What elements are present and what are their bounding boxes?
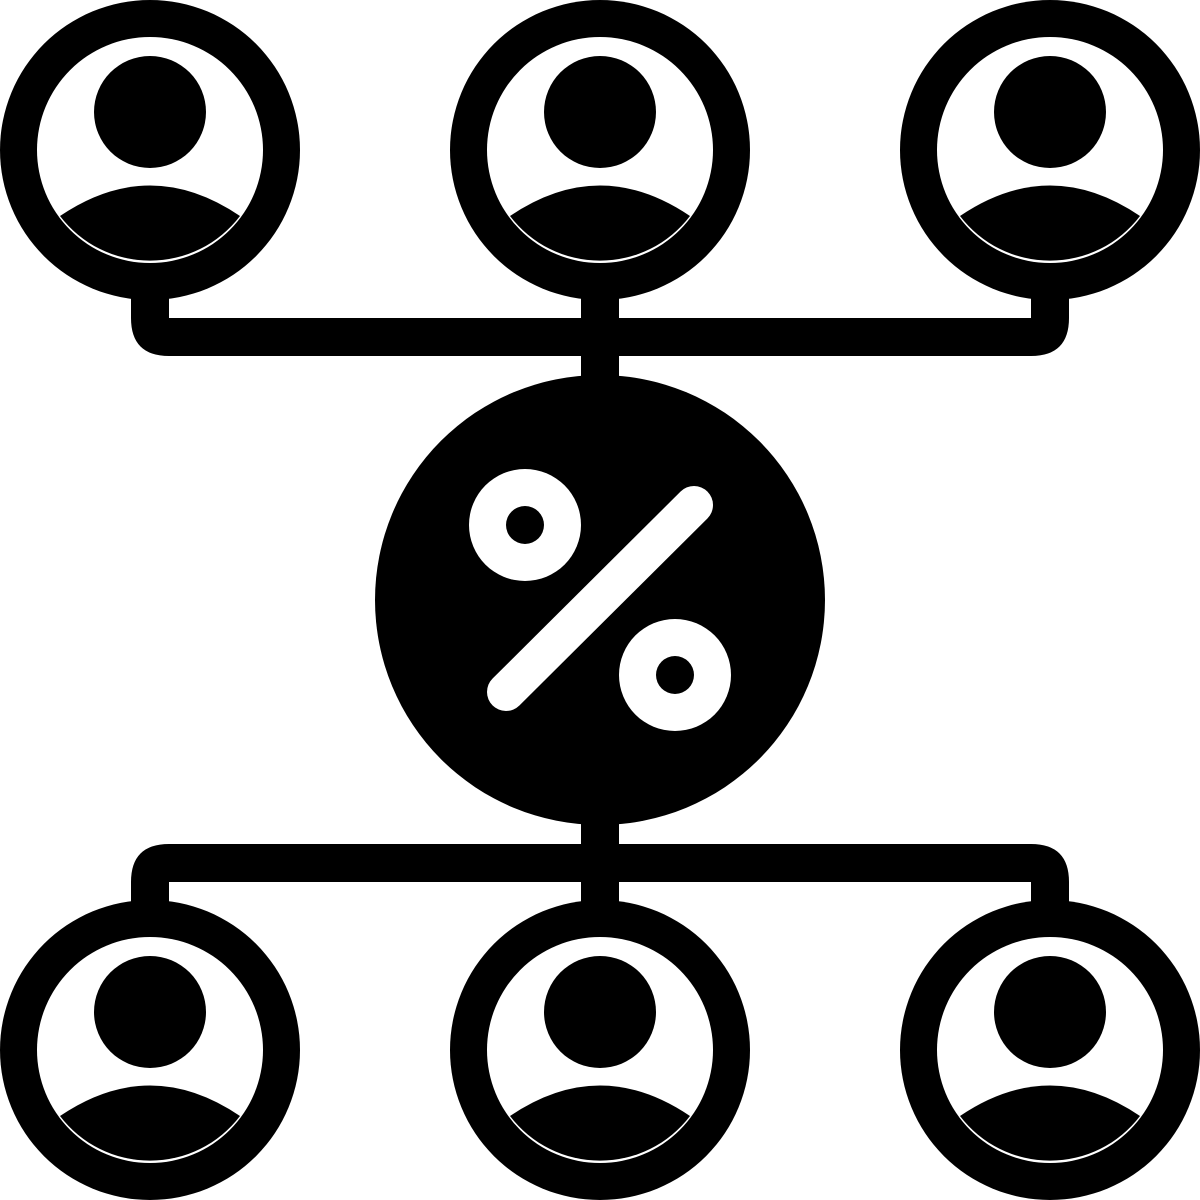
person-bottom-right-icon xyxy=(900,900,1200,1200)
person-top-left-icon xyxy=(0,0,300,300)
person-bottom-left-icon xyxy=(0,900,300,1200)
person-bottom-center-icon xyxy=(450,900,750,1200)
person-top-center-icon xyxy=(450,0,750,300)
person-top-right-icon xyxy=(900,0,1200,300)
percent-icon xyxy=(375,375,825,825)
